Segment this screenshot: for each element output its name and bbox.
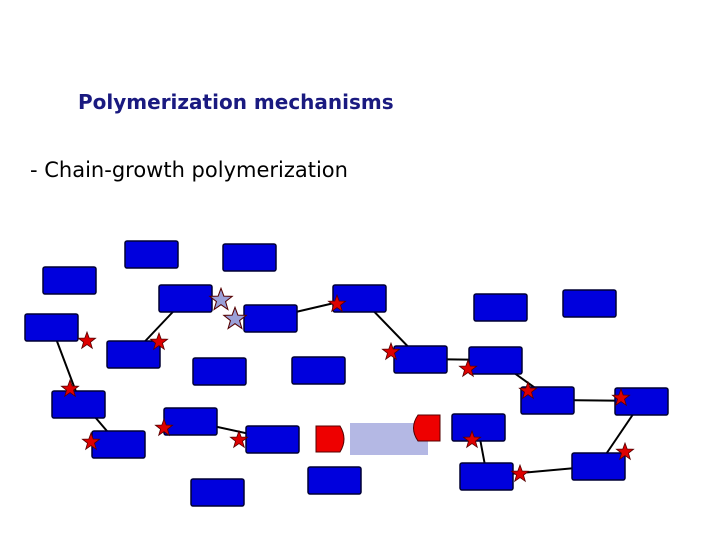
slide-subtitle: - Chain-growth polymerization [30, 158, 348, 182]
monomer [614, 387, 669, 416]
star-icon [78, 331, 96, 349]
faded-star-icon [223, 306, 247, 330]
monomer [459, 462, 514, 491]
monomer [468, 346, 523, 375]
monomer [245, 425, 300, 454]
monomer [91, 430, 146, 459]
right-active-end [413, 414, 441, 442]
free-monomer [291, 356, 346, 385]
free-monomer [124, 240, 179, 269]
free-monomer [190, 478, 245, 507]
free-monomer [307, 466, 362, 495]
star-icon [510, 464, 529, 482]
monomer [393, 345, 448, 374]
free-monomer [192, 357, 247, 386]
free-monomer [42, 266, 97, 295]
left-active-end [315, 425, 345, 453]
free-monomer [473, 293, 528, 322]
monomer [163, 407, 218, 436]
free-monomers [42, 240, 617, 507]
active-chain-ends [315, 414, 441, 453]
free-monomer [562, 289, 617, 318]
monomer [571, 452, 626, 481]
monomer [243, 304, 298, 333]
monomer [158, 284, 213, 313]
monomer [520, 386, 575, 415]
monomer [51, 390, 106, 419]
monomer [24, 313, 79, 342]
free-monomer [222, 243, 277, 272]
monomer [332, 284, 387, 313]
slide-title: Polymerization mechanisms [78, 90, 394, 114]
incoming-stars [209, 287, 247, 330]
monomer [451, 413, 506, 442]
monomer [106, 340, 161, 369]
faded-star-icon [209, 287, 233, 311]
